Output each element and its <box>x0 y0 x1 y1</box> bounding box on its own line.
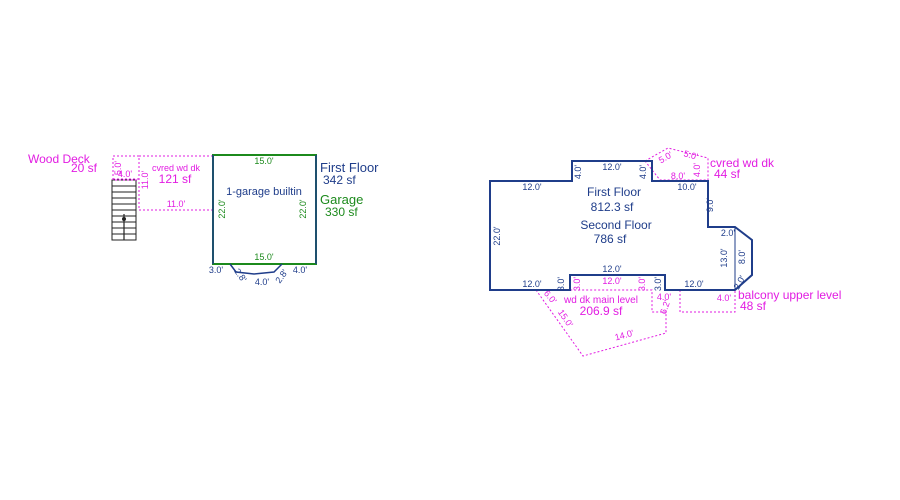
dim-r-13: 13.0' <box>719 248 729 268</box>
dim-left: 22.0' <box>492 226 502 246</box>
wd-dim-e: 6.2' <box>658 298 672 315</box>
dim-top-left: 12.0' <box>522 182 542 192</box>
garage-bay <box>229 263 283 275</box>
deck-dim-5: 5.0' <box>113 161 123 176</box>
cvred-r-dim-b: 5.0' <box>683 148 700 161</box>
wd-main-name: wd dk main level <box>563 295 638 306</box>
dim-bot-mid-in: 12.0' <box>602 276 622 286</box>
stairs <box>111 179 137 241</box>
garage-dim-top: 15.0' <box>254 156 274 166</box>
cvred-dim-11h: 11.0' <box>167 199 186 209</box>
dim-bot-mid-out: 12.0' <box>602 264 622 274</box>
bay-dim-3: 4.0' <box>255 277 270 287</box>
deck-dim-4: 4.0' <box>118 169 133 179</box>
cvred-dim-11v: 11.0' <box>140 170 150 189</box>
garage-dim-left: 22.0' <box>217 199 227 219</box>
dim-bot-right: 12.0' <box>684 279 704 289</box>
bay-dim-5: 4.0' <box>293 265 308 275</box>
dim-bump-right: 4.0' <box>638 165 648 180</box>
garage-area: 330 sf <box>325 205 358 219</box>
dim-bot-left: 12.0' <box>522 279 542 289</box>
first-floor-left-name: First Floor <box>320 160 379 175</box>
cvred-left-area: 121 sf <box>159 172 192 186</box>
wd-main-area: 206.9 sf <box>580 304 623 318</box>
dim-notch-r2: 3.0' <box>653 277 663 292</box>
first-floor-right-name: First Floor <box>587 185 641 199</box>
dim-r-8: 8.0' <box>737 250 747 265</box>
wd-dim-b: 15.0' <box>556 308 575 330</box>
cvred-deck-outline-right <box>644 147 709 181</box>
dim-r-2: 2.0' <box>721 228 736 238</box>
wd-dim-c: 14.0' <box>614 328 635 343</box>
dim-bump-left: 4.0' <box>573 165 583 180</box>
balcony-outline <box>679 290 736 313</box>
wd-dk-main-outline <box>535 289 667 357</box>
wd-dim-d: 4.0' <box>657 292 672 302</box>
cvred-r-dim-d: 8.0' <box>671 171 686 181</box>
garage-name: Garage <box>320 192 363 207</box>
balcony-name: balcony upper level <box>738 288 841 302</box>
first-floor-left-area: 342 sf <box>323 173 356 187</box>
balcony-area: 48 sf <box>740 299 767 313</box>
dim-right-upper: 9.0' <box>705 198 715 213</box>
cvred-left-name: cvred wd dk <box>152 163 201 173</box>
cvred-r-dim-a: 5.0' <box>657 149 675 165</box>
dim-top-mid: 12.0' <box>602 162 622 172</box>
house-outline <box>489 160 753 291</box>
garage-builtin-label: 1-garage builtin <box>226 186 302 198</box>
wood-deck-name: Wood Deck <box>28 152 91 166</box>
dim-top-right: 10.0' <box>677 182 697 192</box>
cvred-right-name: cvred wd dk <box>710 156 775 170</box>
balc-dim-a: 4.0' <box>717 293 732 303</box>
first-floor-right-area: 812.3 sf <box>591 200 634 214</box>
second-floor-name: Second Floor <box>580 218 651 232</box>
garage-dim-bottom: 15.0' <box>254 252 274 262</box>
cvred-right-area: 44 sf <box>714 167 741 181</box>
dim-notch-l2: 3.0' <box>572 277 582 292</box>
garage-dim-right: 22.0' <box>298 199 308 219</box>
dim-notch-r1: 3.0' <box>637 277 647 292</box>
second-floor-area: 786 sf <box>594 232 627 246</box>
bay-dim-1: 3.0' <box>209 265 224 275</box>
cvred-r-dim-c: 4.0' <box>692 163 702 178</box>
wood-deck-area: 20 sf <box>71 161 98 175</box>
dim-notch-l1: 3.0' <box>556 277 566 292</box>
